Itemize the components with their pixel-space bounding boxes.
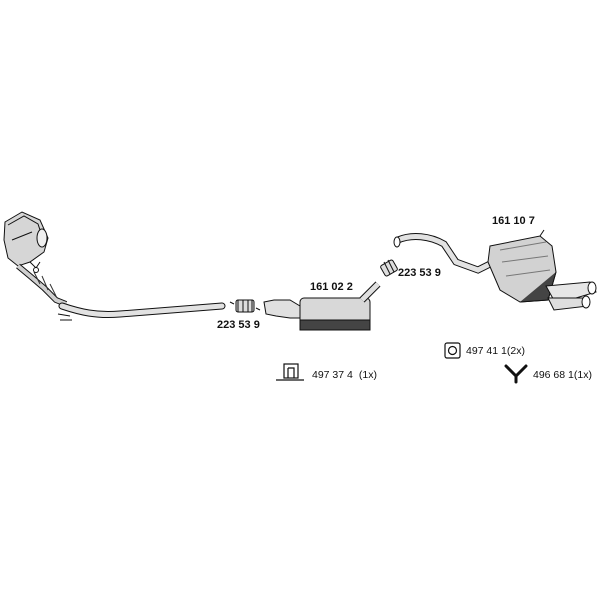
mount-a-label: 497 37 4 (1x) — [312, 370, 377, 381]
mount-b-label: 497 41 1(2x) — [466, 346, 525, 357]
rear-pipe — [393, 233, 498, 274]
clamp-right-part-number: 223 53 9 — [398, 267, 441, 279]
front-muffler-part-number: 161 02 2 — [310, 281, 353, 293]
y-hanger-icon — [504, 364, 528, 384]
clamp-left-part-number: 223 53 9 — [217, 319, 260, 331]
rear-muffler — [487, 229, 597, 311]
mount-c-qty: (1x) — [573, 369, 592, 381]
clamp-right — [380, 259, 398, 277]
intermediate-pipe — [58, 302, 226, 318]
rubber-hanger-icon — [444, 342, 461, 359]
bracket-mount-icon — [276, 363, 304, 381]
clamp-left — [229, 299, 261, 313]
mount-b-number: 497 41 1 — [466, 345, 507, 357]
mount-a-qty: (1x) — [358, 369, 377, 381]
mount-b-qty: (2x) — [506, 345, 525, 357]
front-muffler — [263, 281, 381, 331]
mount-a-number: 497 37 4 — [312, 369, 353, 381]
catalytic-converter-assembly — [3, 211, 72, 321]
mount-c-number: 496 68 1 — [533, 369, 574, 381]
rear-muffler-part-number: 161 10 7 — [492, 215, 535, 227]
mount-c-label: 496 68 1(1x) — [533, 370, 592, 381]
